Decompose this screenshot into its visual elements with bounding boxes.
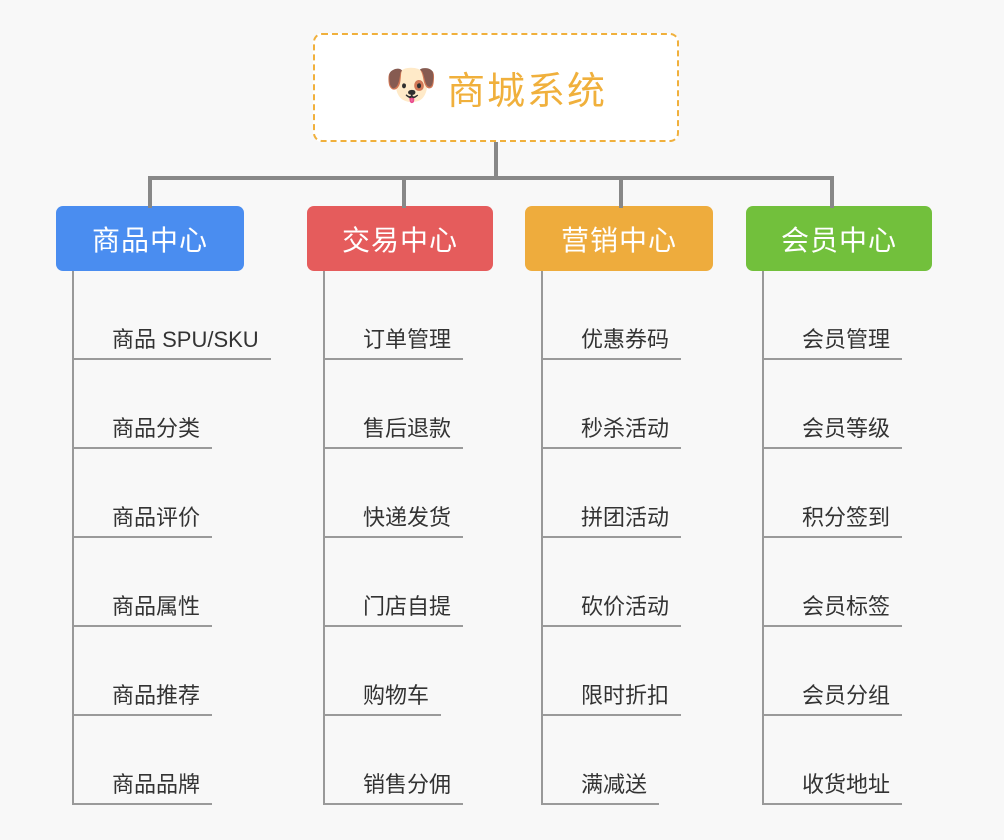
connector-horizontal-bus <box>148 176 832 180</box>
category-header-1[interactable]: 交易中心 <box>307 206 493 271</box>
list-item-label: 秒杀活动 <box>543 416 682 449</box>
category-items-0: 商品 SPU/SKU 商品分类 商品评价 商品属性 商品推荐 商品品牌 <box>72 271 284 805</box>
shiba-dog-icon: 🐶 <box>384 60 438 108</box>
list-item-label: 商品品牌 <box>74 772 213 805</box>
category-label-3: 会员中心 <box>780 224 897 256</box>
list-item-label: 门店自提 <box>325 594 464 627</box>
list-item-label: 限时折扣 <box>543 683 682 716</box>
list-item-label: 砍价活动 <box>543 594 682 627</box>
list-item-label: 会员标签 <box>764 594 903 627</box>
category-items-3: 会员管理 会员等级 积分签到 会员标签 会员分组 收货地址 <box>762 271 974 805</box>
list-item-label: 会员分组 <box>764 683 903 716</box>
category-column-2: 营销中心 优惠券码 秒杀活动 拼团活动 砍价活动 限时折扣 满减送 <box>525 206 753 805</box>
category-label-2: 营销中心 <box>560 224 677 256</box>
list-item-label: 售后退款 <box>325 416 464 449</box>
list-item-label: 积分签到 <box>764 505 903 538</box>
connector-root-vertical <box>494 142 498 179</box>
list-item[interactable]: 会员管理 <box>764 271 974 360</box>
category-label-0: 商品中心 <box>91 224 208 256</box>
root-node[interactable]: 🐶 商城系统 <box>313 33 679 142</box>
list-item[interactable]: 快递发货 <box>325 449 535 538</box>
list-item[interactable]: 销售分佣 <box>325 716 535 805</box>
list-item[interactable]: 售后退款 <box>325 360 535 449</box>
list-item-label: 满减送 <box>543 772 660 805</box>
list-item[interactable]: 秒杀活动 <box>543 360 753 449</box>
list-item[interactable]: 商品分类 <box>74 360 284 449</box>
list-item[interactable]: 收货地址 <box>764 716 974 805</box>
list-item-label: 购物车 <box>325 683 442 716</box>
list-item-label: 商品推荐 <box>74 683 213 716</box>
category-header-3[interactable]: 会员中心 <box>746 206 932 271</box>
list-item[interactable]: 限时折扣 <box>543 627 753 716</box>
list-item-label: 优惠券码 <box>543 327 682 360</box>
list-item-label: 订单管理 <box>325 327 464 360</box>
list-item[interactable]: 砍价活动 <box>543 538 753 627</box>
category-label-1: 交易中心 <box>341 224 458 256</box>
list-item-label: 商品 SPU/SKU <box>74 327 271 360</box>
connector-category-vertical-1 <box>402 176 406 208</box>
connector-category-vertical-2 <box>619 176 623 208</box>
connector-category-vertical-3 <box>830 176 834 208</box>
list-item[interactable]: 商品品牌 <box>74 716 284 805</box>
connector-category-vertical-0 <box>148 176 152 208</box>
list-item[interactable]: 商品评价 <box>74 449 284 538</box>
list-item[interactable]: 满减送 <box>543 716 753 805</box>
list-item[interactable]: 拼团活动 <box>543 449 753 538</box>
category-header-0[interactable]: 商品中心 <box>56 206 244 271</box>
list-item[interactable]: 商品推荐 <box>74 627 284 716</box>
list-item-label: 会员管理 <box>764 327 903 360</box>
list-item[interactable]: 积分签到 <box>764 449 974 538</box>
category-items-1: 订单管理 售后退款 快递发货 门店自提 购物车 销售分佣 <box>323 271 535 805</box>
root-title: 商城系统 <box>446 71 607 113</box>
list-item[interactable]: 购物车 <box>325 627 535 716</box>
list-item-label: 商品评价 <box>74 505 213 538</box>
list-item-label: 快递发货 <box>325 505 464 538</box>
list-item-label: 商品属性 <box>74 594 213 627</box>
list-item[interactable]: 商品 SPU/SKU <box>74 271 284 360</box>
list-item[interactable]: 优惠券码 <box>543 271 753 360</box>
list-item-label: 会员等级 <box>764 416 903 449</box>
list-item[interactable]: 会员分组 <box>764 627 974 716</box>
list-item-label: 销售分佣 <box>325 772 464 805</box>
category-column-3: 会员中心 会员管理 会员等级 积分签到 会员标签 会员分组 收货地址 <box>746 206 974 805</box>
list-item[interactable]: 会员标签 <box>764 538 974 627</box>
category-items-2: 优惠券码 秒杀活动 拼团活动 砍价活动 限时折扣 满减送 <box>541 271 753 805</box>
list-item[interactable]: 订单管理 <box>325 271 535 360</box>
list-item-label: 商品分类 <box>74 416 213 449</box>
category-column-0: 商品中心 商品 SPU/SKU 商品分类 商品评价 商品属性 商品推荐 商品品牌 <box>56 206 284 805</box>
list-item[interactable]: 门店自提 <box>325 538 535 627</box>
category-column-1: 交易中心 订单管理 售后退款 快递发货 门店自提 购物车 销售分佣 <box>307 206 535 805</box>
category-header-2[interactable]: 营销中心 <box>525 206 713 271</box>
list-item[interactable]: 会员等级 <box>764 360 974 449</box>
list-item[interactable]: 商品属性 <box>74 538 284 627</box>
list-item-label: 拼团活动 <box>543 505 682 538</box>
list-item-label: 收货地址 <box>764 772 903 805</box>
